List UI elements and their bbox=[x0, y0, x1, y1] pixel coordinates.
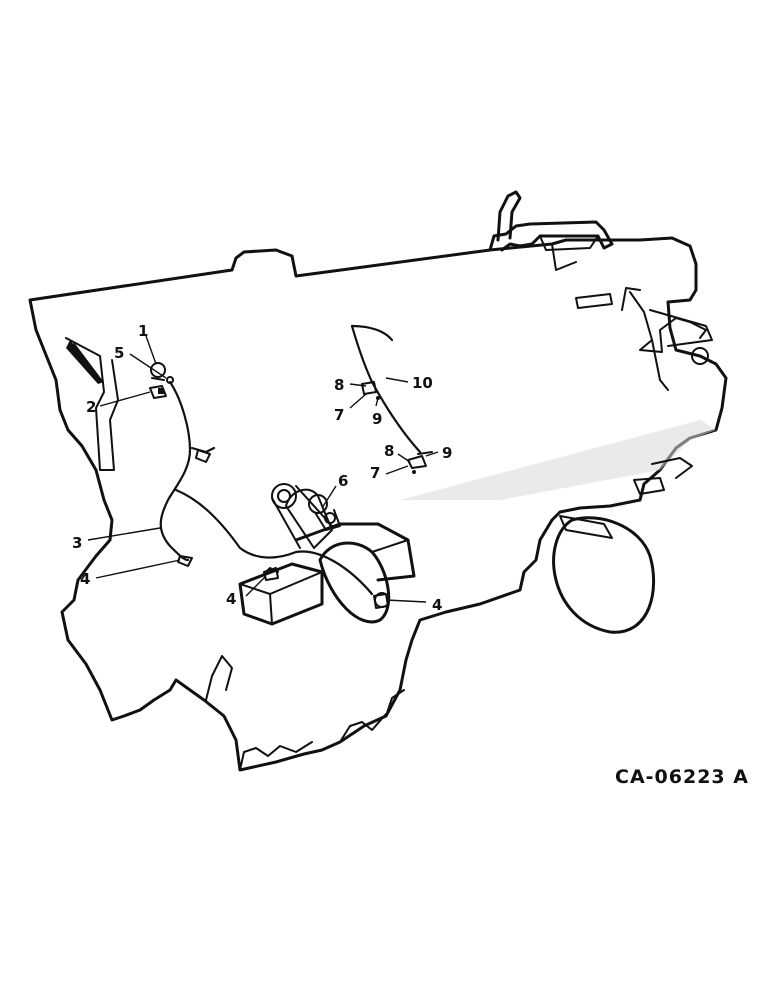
engine bbox=[271, 483, 416, 624]
callout-7-upper: 7 bbox=[334, 406, 344, 424]
work-light bbox=[150, 362, 166, 378]
callout-4-left: 4 bbox=[80, 570, 90, 588]
main-harness-wire bbox=[159, 380, 192, 562]
alternator bbox=[308, 494, 341, 531]
combine-body-outline bbox=[28, 236, 728, 772]
callout-7-lower: 7 bbox=[370, 464, 380, 482]
callout-1: 1 bbox=[138, 322, 148, 340]
callout-labels: 1 5 2 3 4 4 4 6 8 7 9 10 8 7 9 bbox=[72, 322, 452, 614]
battery bbox=[238, 562, 324, 626]
cab-railing bbox=[488, 220, 614, 252]
callout-10: 10 bbox=[412, 374, 433, 392]
callout-4-battery: 4 bbox=[226, 590, 236, 608]
callout-3: 3 bbox=[72, 534, 82, 552]
callout-9-lower: 9 bbox=[442, 444, 452, 462]
callout-8-upper: 8 bbox=[334, 376, 344, 394]
rear-ladder bbox=[629, 291, 713, 391]
callout-6: 6 bbox=[338, 472, 348, 490]
leader-lines bbox=[87, 335, 439, 603]
switch-bracket bbox=[149, 385, 167, 399]
callout-5: 5 bbox=[114, 344, 124, 362]
callout-8-lower: 8 bbox=[384, 442, 394, 460]
drawing-number: CA-06223 A bbox=[615, 766, 749, 788]
callout-4-starter: 4 bbox=[432, 596, 442, 614]
body-shading bbox=[400, 420, 716, 500]
rear-wheel bbox=[552, 457, 693, 634]
callout-9-upper: 9 bbox=[372, 410, 382, 428]
exhaust-stack bbox=[496, 190, 522, 242]
callout-2: 2 bbox=[86, 398, 96, 416]
components bbox=[149, 362, 433, 609]
